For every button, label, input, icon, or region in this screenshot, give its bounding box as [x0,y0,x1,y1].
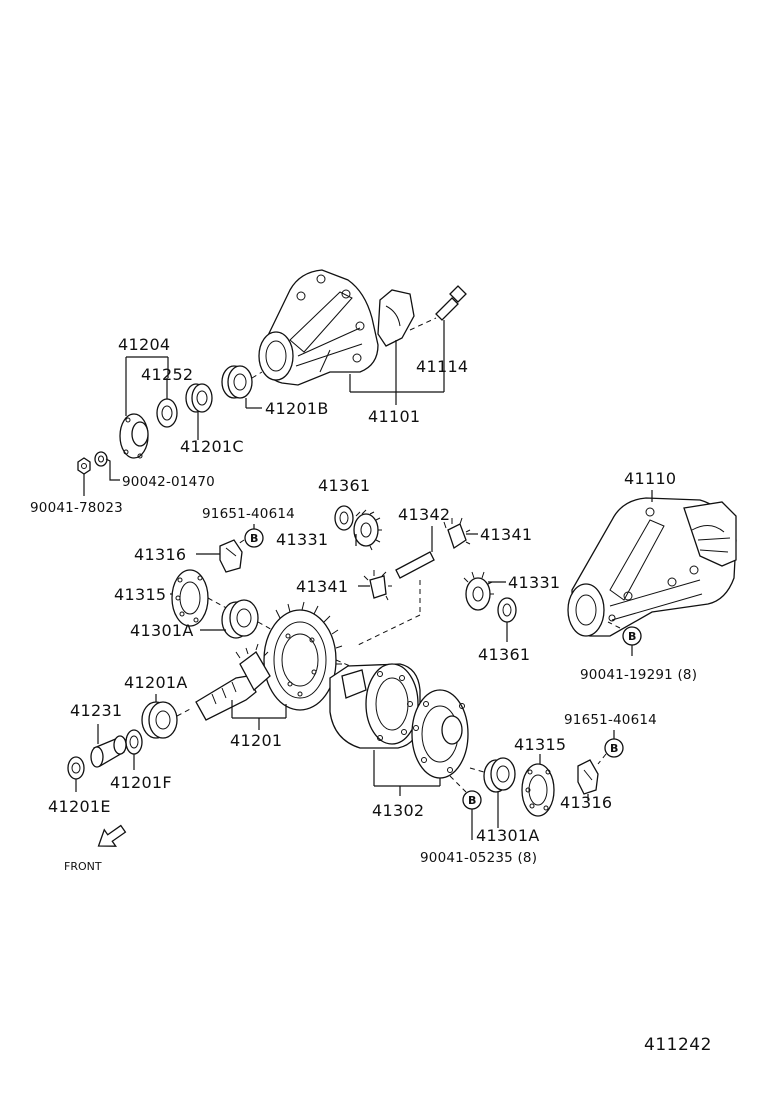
adjusting-nut-41315-right [521,754,555,817]
differential-bearing-right [469,757,516,828]
companion-flange-41204 [119,413,149,459]
adjusting-nut-41315-left [170,569,231,627]
plate-washer [94,451,120,481]
label-90041-78023: 90041-78023 [30,500,123,516]
label-41201F: 41201F [110,773,172,792]
pinion-gear-left [358,570,392,601]
label-41342: 41342 [398,505,450,524]
label-41302: 41302 [372,801,424,820]
adjusting-nut-lock-left [196,539,243,573]
side-gear-washer-bottom [497,597,517,642]
label-41252: 41252 [141,365,193,384]
label-41315-left: 41315 [114,585,166,604]
label-90042-01470: 90042-01470 [122,474,215,490]
label-41110: 41110 [624,469,676,488]
marker-b-bottom-text: B [468,794,476,807]
label-41204: 41204 [118,335,170,354]
front-arrow-icon [97,824,127,847]
label-41201B: 41201B [265,399,329,418]
oil-seal-41252 [156,378,178,428]
washer-41201E [67,756,85,792]
marker-b-right-top-text: B [610,742,618,755]
label-41316-left: 41316 [134,545,186,564]
side-gear-top [353,509,382,551]
front-label: FRONT [64,860,102,873]
bearing-spacer-41231 [90,724,127,768]
label-41316-right: 41316 [560,793,612,812]
pinion-shaft [357,526,435,646]
nut-90041-78023 [77,457,91,496]
pinion-bearing-41201B [221,365,263,409]
marker-b-bottom [462,790,482,840]
carrier-bearing-cap [377,289,415,347]
label-91651-40614-right: 91651-40614 [564,712,657,728]
ring-gear [263,601,351,711]
side-gear-right [463,571,506,611]
illustration-reference-number: 411242 [644,1035,712,1055]
marker-b-carrier [607,621,642,656]
marker-b-left [237,524,264,548]
pinion-bearing-41201A [141,694,193,739]
label-90041-19291: 90041-19291 (8) [580,667,697,683]
differential-carrier-assembly [567,490,737,637]
label-90041-05235: 90041-05235 (8) [420,850,537,866]
differential-case-half [411,689,469,793]
label-41361-top: 41361 [318,476,370,495]
differential-case [329,663,421,749]
differential-carrier-housing-top [258,269,379,386]
label-41301A-left: 41301A [130,621,194,640]
label-41201A: 41201A [124,673,188,692]
marker-b-carrier-text: B [628,630,636,643]
label-41331-right: 41331 [508,573,560,592]
pinion-gear-right [443,517,478,550]
label-41231: 41231 [70,701,122,720]
drive-pinion [195,643,271,721]
label-41301A-right: 41301A [476,826,540,845]
label-41341-right: 41341 [480,525,532,544]
marker-b-right-top [597,730,624,765]
adjusting-nut-lock-right [577,759,599,800]
bearing-cap-bolt [409,285,467,331]
label-41331-top: 41331 [276,530,328,549]
label-41101: 41101 [368,407,420,426]
label-41201: 41201 [230,731,282,750]
pinion-shim-41201F [125,729,143,770]
pinion-bearing-41201C [185,383,213,440]
label-41341-left: 41341 [296,577,348,596]
label-41315-right: 41315 [514,735,566,754]
label-41361-bottom: 41361 [478,645,530,664]
label-41201E: 41201E [48,797,111,816]
differential-bearing-left [200,599,277,639]
marker-b-left-text: B [250,532,258,545]
label-91651-40614-left: 91651-40614 [202,506,295,522]
side-gear-washer-top [334,505,354,531]
label-41114: 41114 [416,357,468,376]
label-41201C: 41201C [180,437,244,456]
